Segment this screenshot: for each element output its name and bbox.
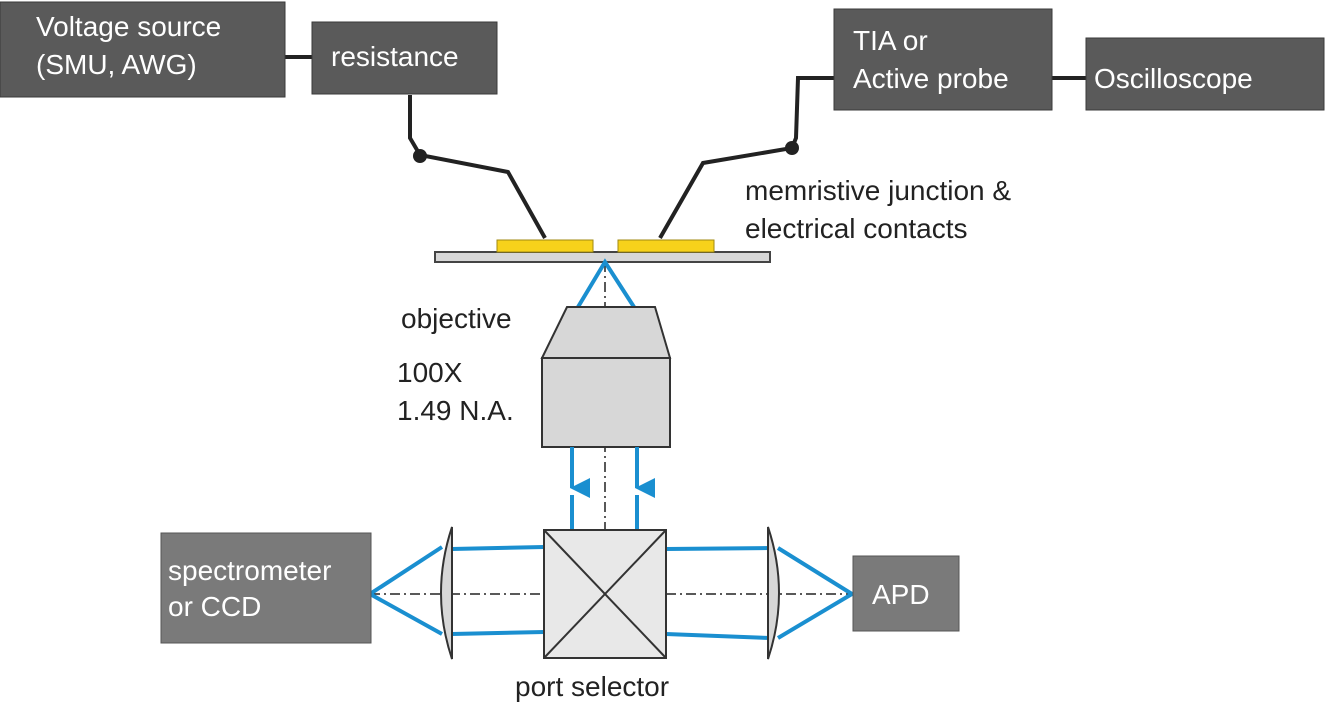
horizontal-beams bbox=[366, 545, 856, 640]
wire-node-right bbox=[785, 141, 799, 155]
contact-right bbox=[617, 239, 715, 253]
resistance-box: resistance bbox=[311, 21, 498, 95]
voltage-source-box: Voltage source (SMU, AWG) bbox=[0, 1, 286, 98]
magnification-line1: 100X bbox=[397, 357, 463, 388]
magnification-line2: 1.49 N.A. bbox=[397, 395, 514, 426]
voltage-source-line2: (SMU, AWG) bbox=[36, 49, 197, 80]
spectrometer-line2: or CCD bbox=[168, 591, 261, 622]
lens-right bbox=[767, 526, 780, 660]
lens-left bbox=[440, 526, 453, 660]
objective-lens bbox=[540, 306, 672, 448]
focus-cone bbox=[576, 258, 636, 309]
voltage-source-line1: Voltage source bbox=[36, 11, 221, 42]
junction-label-line2: electrical contacts bbox=[745, 213, 968, 244]
objective-label: objective bbox=[401, 303, 512, 334]
port-selector-cube bbox=[543, 529, 667, 659]
tia-line2: Active probe bbox=[853, 63, 1009, 94]
wire-resistance-to-contact bbox=[408, 95, 547, 239]
resistance-label: resistance bbox=[331, 41, 459, 72]
oscilloscope-box: Oscilloscope bbox=[1085, 37, 1325, 111]
spectrometer-box: spectrometer or CCD bbox=[160, 532, 372, 644]
wire-node-left bbox=[413, 149, 427, 163]
apd-label: APD bbox=[872, 579, 930, 610]
junction-label-line1: memristive junction & bbox=[745, 175, 1011, 206]
substrate bbox=[434, 251, 771, 263]
port-selector-label: port selector bbox=[515, 671, 669, 702]
apd-box: APD bbox=[852, 555, 960, 632]
tia-line1: TIA or bbox=[853, 25, 928, 56]
spectrometer-line1: spectrometer bbox=[168, 555, 331, 586]
oscilloscope-label: Oscilloscope bbox=[1094, 63, 1253, 94]
vertical-beams bbox=[570, 447, 655, 530]
contact-left bbox=[496, 239, 594, 253]
tia-box: TIA or Active probe bbox=[833, 8, 1053, 111]
